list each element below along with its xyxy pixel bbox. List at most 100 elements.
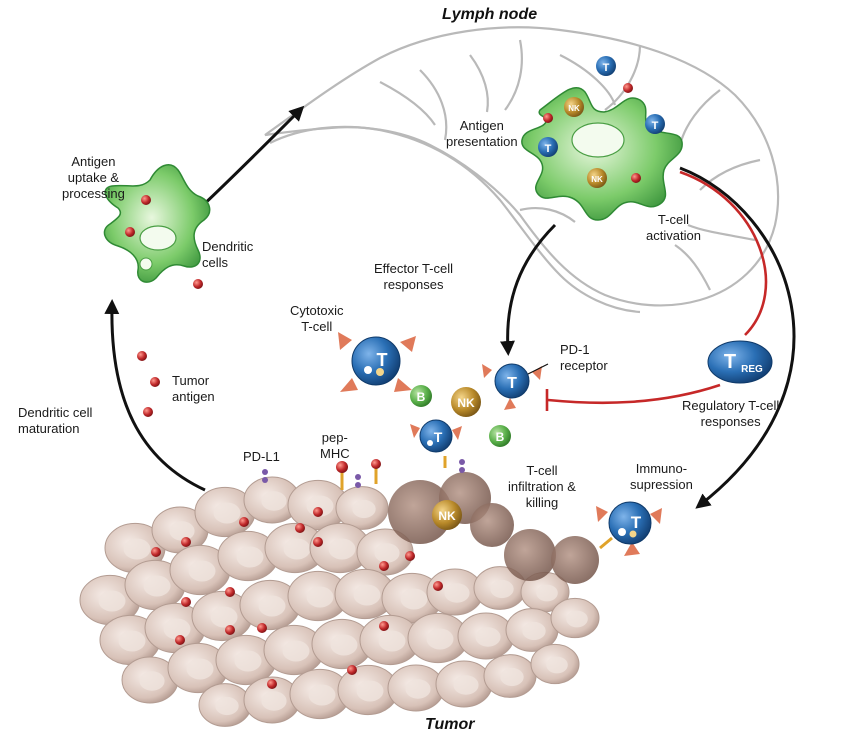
pd1-receptor-label: PD-1 receptor xyxy=(560,342,608,373)
tumor-cell-nucleus xyxy=(98,590,126,612)
antigen-dot xyxy=(379,561,389,571)
arrow-immunosupression xyxy=(679,166,796,509)
arrow-lymph-to-effector xyxy=(499,223,557,356)
immunosupression-label: Immuno- supression xyxy=(630,461,693,492)
lymph-nk-cell: NK xyxy=(564,97,584,117)
antigen-dot xyxy=(433,581,443,591)
t-cell-pd1: T xyxy=(482,363,542,410)
antigen-dot xyxy=(379,621,389,631)
svg-text:B: B xyxy=(496,430,505,444)
antigen-dot xyxy=(257,623,267,633)
antigen-dot xyxy=(239,517,249,527)
svg-text:T: T xyxy=(545,143,552,155)
tumor-cell-nucleus xyxy=(186,658,214,680)
tumor-cell-nucleus xyxy=(444,583,470,603)
b-cell: B xyxy=(489,425,511,447)
antigen-dot xyxy=(347,665,357,675)
cytotoxic-t-cell-label: Cytotoxic T-cell xyxy=(290,303,344,334)
svg-text:B: B xyxy=(417,390,426,404)
nk-cell: NK xyxy=(451,387,481,417)
t-cell-letter: T xyxy=(631,513,642,532)
antigen-uptake-label: Antigen uptake & processing xyxy=(62,154,125,201)
tumor-cell-nucleus xyxy=(330,634,358,656)
dendritic-cell-lymph xyxy=(521,86,683,221)
cytotoxic-t-cell: T xyxy=(338,332,416,392)
t-cell-infiltrating: T xyxy=(410,419,462,453)
svg-text:T: T xyxy=(652,120,659,132)
tumor-cell-nucleus xyxy=(536,584,558,602)
tumor-antigen-label: Tumor antigen xyxy=(172,373,215,404)
tumor-cell-nucleus xyxy=(283,538,311,560)
b-cell: B xyxy=(410,385,432,407)
tumor-cell-nucleus xyxy=(169,521,195,541)
effector-responses-label: Effector T-cell responses xyxy=(374,261,453,292)
antigen-dot xyxy=(150,377,160,387)
antigen-dot xyxy=(405,551,415,561)
tumor-cell-nucleus xyxy=(522,621,546,641)
t-cell-letter: T xyxy=(434,429,443,445)
inhibition-lines xyxy=(545,170,768,411)
lymph-node xyxy=(264,26,780,314)
tumor-cell-nucleus xyxy=(139,671,165,691)
t-cell-letter: T xyxy=(507,375,517,392)
tumor-cell-nucleus xyxy=(282,640,310,662)
infiltration-label: T-cell infiltration & killing xyxy=(508,463,576,510)
tumor-cell-nucleus xyxy=(258,595,286,617)
svg-text:REG: REG xyxy=(741,364,763,375)
tumor-antigen-dots xyxy=(125,83,641,689)
antigen-dot xyxy=(141,195,151,205)
t-cell-activation-label: T-cell activation xyxy=(646,212,701,243)
nk-cell: NK xyxy=(432,500,462,530)
pd-l1-pins xyxy=(262,459,465,488)
svg-text:T: T xyxy=(603,62,610,74)
tumor-cell-nucleus xyxy=(188,560,216,582)
antigen-dot xyxy=(181,597,191,607)
pep-mhc-label: pep- MHC xyxy=(320,430,350,461)
antigen-dot xyxy=(543,113,553,123)
antigen-dot xyxy=(193,279,203,289)
lymph-nk-cell: NK xyxy=(587,168,607,188)
tumor-title: Tumor xyxy=(425,716,475,733)
tumor-cell-nucleus xyxy=(234,650,262,672)
lymph-t-cell: T xyxy=(538,137,558,157)
antigen-dot xyxy=(313,537,323,547)
antigen-dot xyxy=(295,523,305,533)
svg-text:NK: NK xyxy=(591,175,603,184)
tumor-cell-nucleus xyxy=(123,538,151,560)
antigen-presentation-label: Antigen presentation xyxy=(446,118,518,149)
tumor-cell-nucleus xyxy=(306,586,334,608)
antigen-dot xyxy=(125,227,135,237)
tumor-cell-nucleus xyxy=(490,579,514,599)
regulatory-responses-label: Regulatory T-cell responses xyxy=(682,398,780,429)
antigen-dot xyxy=(267,679,277,689)
tumor-cell-nucleus xyxy=(500,667,524,687)
antigen-dot xyxy=(623,83,633,93)
antigen-dot xyxy=(143,407,153,417)
t-cell-letter: T xyxy=(377,350,388,370)
tumor-cell-nucleus xyxy=(405,679,431,699)
tumor-mass xyxy=(79,476,600,727)
antigen-dot xyxy=(181,537,191,547)
lymph-node-title: Lymph node xyxy=(442,6,538,23)
tumor-cell-nucleus xyxy=(210,606,238,628)
tumor-cell-nucleus xyxy=(215,696,239,716)
treg-cell: T REG xyxy=(707,340,773,384)
tumor-cell-nucleus xyxy=(143,575,171,597)
svg-text:NK: NK xyxy=(568,104,580,113)
dc-maturation-label: Dendritic cell maturation xyxy=(18,405,93,436)
tumor-cell-nucleus xyxy=(352,499,376,519)
antigen-dot xyxy=(151,547,161,557)
tumor-cell-nucleus xyxy=(356,680,384,702)
tumor-cell-nucleus xyxy=(566,610,588,628)
antigen-dot xyxy=(313,507,323,517)
tumor-cell-nucleus xyxy=(426,628,454,650)
antigen-dot xyxy=(175,635,185,645)
tumor-cell-nucleus xyxy=(378,630,406,652)
tumor-cell-nucleus xyxy=(328,538,356,560)
dead-cells xyxy=(388,472,599,584)
pd-l1-label: PD-L1 xyxy=(243,449,280,464)
antigen-dot xyxy=(137,351,147,361)
arrow-dc-maturation xyxy=(104,299,206,492)
